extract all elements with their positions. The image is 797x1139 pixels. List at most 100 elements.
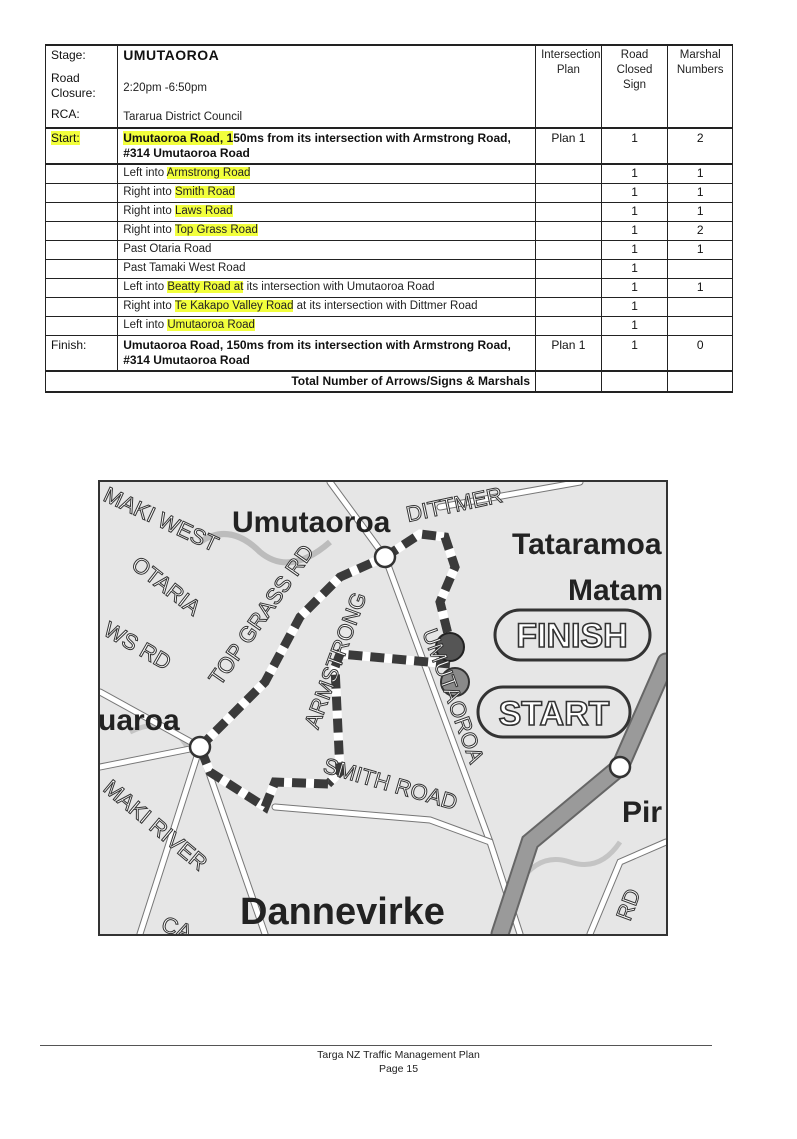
row-sign: 1 xyxy=(600,278,669,298)
start-plan: Plan 1 xyxy=(535,127,602,165)
instruction-road-highlight: Top Grass Road xyxy=(174,224,258,236)
route-instruction: Left into Beatty Road at its intersectio… xyxy=(117,278,537,298)
row-sign: 1 xyxy=(600,297,669,317)
row-label-cell xyxy=(44,221,119,241)
row-sign: 1 xyxy=(600,316,669,336)
route-map-svg: FINISH START Umutaoroa Tataramoa Matam D… xyxy=(100,482,666,934)
road-minor xyxy=(197,744,268,934)
route-map: FINISH START Umutaoroa Tataramoa Matam D… xyxy=(98,480,668,936)
table-row: Left into Beatty Road at its intersectio… xyxy=(44,278,733,298)
total-row: Total Number of Arrows/Signs & Marshals xyxy=(44,370,733,393)
instruction-prefix: Past Tamaki West Road xyxy=(123,262,246,274)
row-plan xyxy=(535,221,602,241)
total-sign xyxy=(600,370,669,393)
instruction-prefix: Right into xyxy=(123,205,175,217)
start-callout-text: START xyxy=(499,695,610,733)
place-pir: Pir xyxy=(622,796,662,829)
start-marshal: 2 xyxy=(667,127,733,165)
footer-page-number: Page 15 xyxy=(378,1063,419,1075)
instruction-road-highlight: Umutaoroa Road xyxy=(167,319,255,331)
col-marshal-numbers: Marshal Numbers xyxy=(667,44,733,129)
table-row: Right into Te Kakapo Valley Road at its … xyxy=(44,297,733,317)
stage-route xyxy=(195,529,460,814)
header-row: Stage: Road Closure: RCA: UMUTAOROA 2:20… xyxy=(44,44,733,129)
minor-roads xyxy=(100,482,666,934)
route-instruction: Left into Armstrong Road xyxy=(117,163,537,184)
rca-value: Tararua District Council xyxy=(123,111,243,123)
stage-name: UMUTAOROA xyxy=(123,47,220,63)
row-label-cell xyxy=(44,183,119,203)
place-dannevirke: Dannevirke xyxy=(240,891,445,933)
finish-callout-text: FINISH xyxy=(516,617,627,655)
row-marshal: 1 xyxy=(667,183,733,203)
finish-label: Finish: xyxy=(44,335,119,372)
route-instruction: Past Tamaki West Road xyxy=(117,259,537,279)
row-marshal xyxy=(667,259,733,279)
highway xyxy=(492,654,666,934)
road-minor xyxy=(137,744,203,934)
row-label-cell xyxy=(44,163,119,184)
start-callout xyxy=(476,685,632,739)
instruction-road-highlight: Armstrong Road xyxy=(166,167,251,179)
table-row: Left into Umutaoroa Road 1 xyxy=(44,316,733,336)
start-row: Start: Umutaoroa Road, 150ms from its in… xyxy=(44,127,733,165)
stage-table: Stage: Road Closure: RCA: UMUTAOROA 2:20… xyxy=(44,44,733,393)
finish-sign: 1 xyxy=(600,335,669,372)
col-intersection-plan: Intersection Plan xyxy=(535,44,602,129)
road-minor xyxy=(100,689,203,750)
closure-label: Road Closure: xyxy=(51,71,96,100)
road-minor xyxy=(327,482,388,560)
row-plan xyxy=(535,259,602,279)
row-sign: 1 xyxy=(600,240,669,260)
place-uaroa: uaroa xyxy=(100,704,180,737)
route-instruction: Right into Smith Road xyxy=(117,183,537,203)
instruction-prefix: Past Otaria Road xyxy=(123,243,212,255)
intersection-marker xyxy=(188,735,212,759)
table-row: Past Tamaki West Road 1 xyxy=(44,259,733,279)
instruction-suffix: its intersection with Umutaoroa Road xyxy=(243,281,435,293)
rca-label: RCA: xyxy=(51,107,80,121)
finish-text: Umutaoroa Road, 150ms from its intersect… xyxy=(117,335,537,372)
stream-feature xyxy=(198,531,332,566)
footer-title: Targa NZ Traffic Management Plan xyxy=(317,1049,480,1061)
col-road-closed-sign: Road Closed Sign xyxy=(600,44,669,129)
finish-callout xyxy=(493,608,652,662)
instruction-prefix: Right into xyxy=(123,224,175,236)
stage-label: Stage: xyxy=(51,48,86,62)
row-label-cell xyxy=(44,202,119,222)
route-instruction: Right into Te Kakapo Valley Road at its … xyxy=(117,297,537,317)
route-instruction: Left into Umutaoroa Road xyxy=(117,316,537,336)
header-values: UMUTAOROA 2:20pm -6:50pm Tararua Distric… xyxy=(117,44,537,129)
total-marshal xyxy=(667,370,733,393)
place-umutaoroa: Umutaoroa xyxy=(232,506,391,539)
start-road-highlight: Umutaoroa Road, 1 xyxy=(123,131,234,145)
row-sign: 1 xyxy=(600,183,669,203)
row-sign: 1 xyxy=(600,259,669,279)
row-plan xyxy=(535,240,602,260)
instruction-road-highlight: Smith Road xyxy=(174,186,236,198)
road-minor xyxy=(272,804,523,934)
stream-feature xyxy=(517,840,623,884)
row-sign: 1 xyxy=(600,163,669,184)
instruction-road-highlight: Laws Road xyxy=(174,205,233,217)
route-segment-smith-dashes xyxy=(195,745,329,814)
road-minor xyxy=(382,554,493,845)
closure-time: 2:20pm -6:50pm xyxy=(123,82,207,94)
row-plan xyxy=(535,278,602,298)
start-label: Start: xyxy=(51,131,80,145)
row-label-cell xyxy=(44,297,119,317)
row-label-cell xyxy=(44,240,119,260)
start-sign: 1 xyxy=(600,127,669,165)
road-minor xyxy=(587,839,666,934)
instruction-prefix: Left into xyxy=(123,319,168,331)
row-marshal: 1 xyxy=(667,163,733,184)
row-label-cell xyxy=(44,316,119,336)
row-label-cell xyxy=(44,259,119,279)
row-plan xyxy=(535,316,602,336)
instruction-prefix: Left into xyxy=(123,167,167,179)
route-segment-dittmer-dashes xyxy=(382,529,460,644)
